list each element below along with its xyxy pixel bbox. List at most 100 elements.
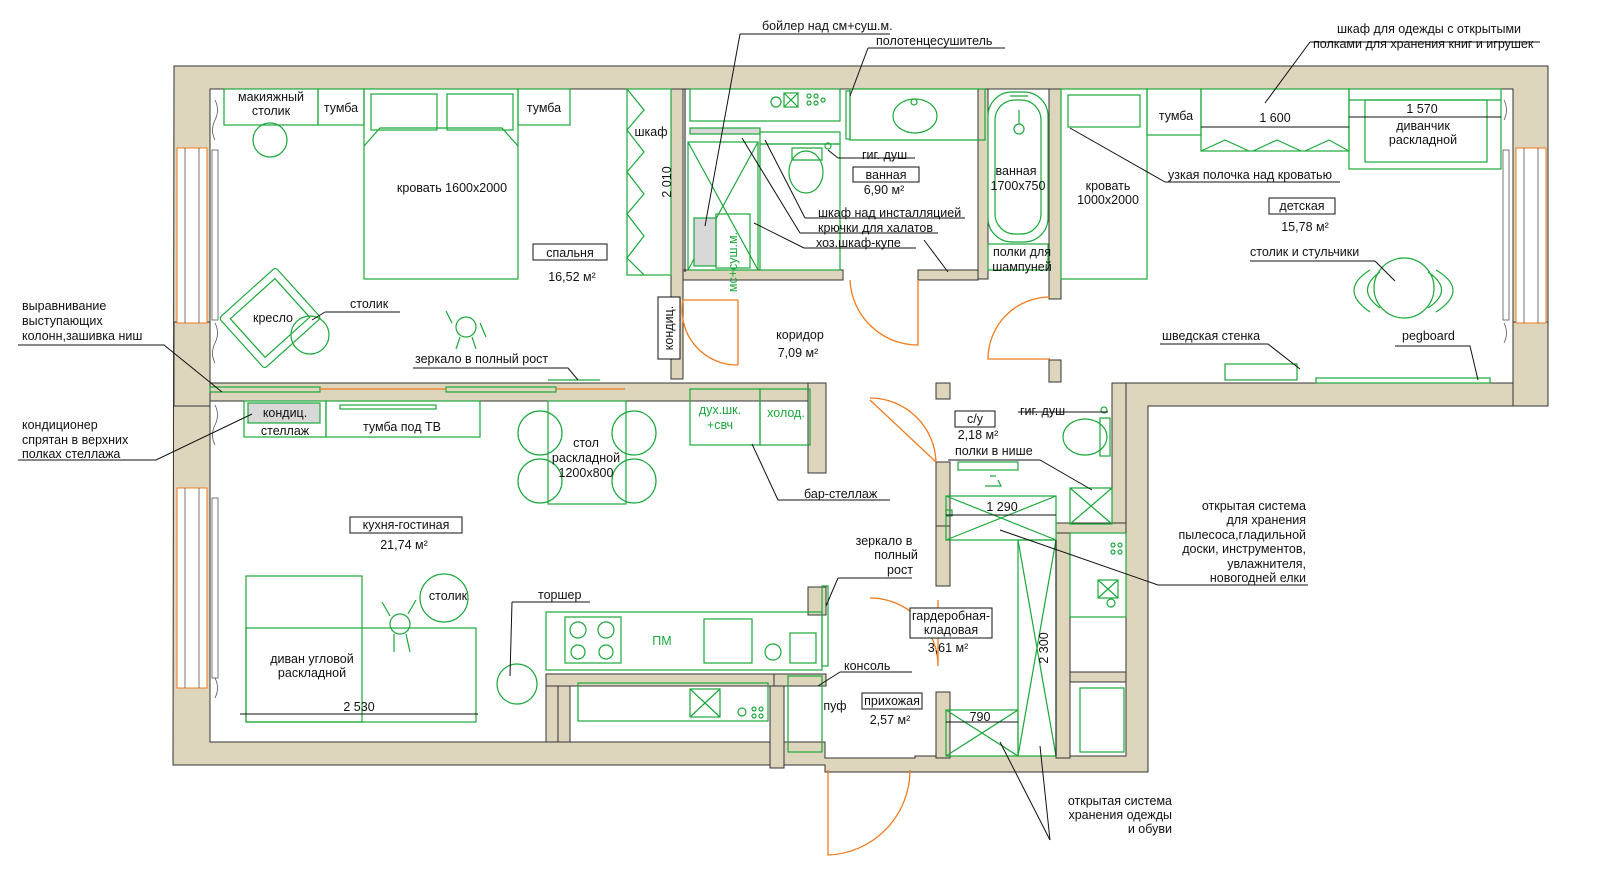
note-align-1: выравнивание bbox=[22, 299, 106, 313]
note-open-system-4: доски, инструментов, bbox=[1182, 542, 1306, 556]
dining-table bbox=[547, 400, 627, 505]
note-align-2: выступающих bbox=[22, 314, 103, 328]
makeup-table-label-2: столик bbox=[252, 104, 291, 118]
note-hyg-shower: гиг. душ bbox=[862, 148, 907, 162]
annotations: бойлер над см+суш.м. полотенцесушитель г… bbox=[22, 19, 1534, 836]
windows bbox=[176, 147, 1547, 689]
note-niche-shelves: полки в нише bbox=[955, 444, 1033, 458]
room-area-kids: 15,78 м² bbox=[1281, 220, 1329, 234]
room-name-hall: прихожая bbox=[864, 694, 920, 708]
small-sofa-label: диванчик bbox=[1396, 119, 1450, 133]
room-name-wardrobe-1: гардеробная- bbox=[912, 609, 990, 623]
room-name-wc: с/у bbox=[967, 412, 984, 426]
bedroom-wardrobe bbox=[626, 88, 672, 276]
note-open-system-3: пылесоса,гладильной bbox=[1179, 528, 1306, 542]
kids-table bbox=[1373, 257, 1435, 319]
note-floor-lamp: торшер bbox=[538, 588, 581, 602]
room-labels: спальня 16,52 м² ванная 6,90 м² коридор … bbox=[349, 166, 1336, 727]
note-mirror-hall-3: рост bbox=[887, 563, 913, 577]
note-clothes-system-2: хранения одежды bbox=[1068, 808, 1172, 822]
room-area-bathroom: 6,90 м² bbox=[864, 183, 905, 197]
corner-sofa-label-2: раскладной bbox=[278, 666, 346, 680]
room-name-corridor: коридор bbox=[776, 328, 824, 342]
dim-wardrobe-2300: 2 300 bbox=[1037, 632, 1051, 663]
pegboard bbox=[1315, 377, 1491, 384]
kitchen-counter bbox=[545, 611, 823, 671]
svg-text:мс+суш.м.: мс+суш.м. bbox=[726, 232, 740, 292]
floor-lamp bbox=[496, 663, 538, 705]
bath-size-label: 1700х750 bbox=[991, 179, 1046, 193]
note-swedish-wall: шведская стенка bbox=[1162, 329, 1260, 343]
dim-wardrobe-790: 790 bbox=[970, 710, 991, 724]
person-icon bbox=[445, 310, 487, 350]
note-table-chairs: столик и стульчики bbox=[1250, 245, 1359, 259]
fridge-label: холод. bbox=[767, 406, 805, 420]
leaders bbox=[18, 33, 1540, 841]
armchair-label: кресло bbox=[253, 311, 293, 325]
tv-stand-label: тумба под ТВ bbox=[363, 420, 441, 434]
note-console: консоль bbox=[844, 659, 890, 673]
room-area-hall: 2,57 м² bbox=[870, 713, 911, 727]
makeup-table-label: макияжный bbox=[238, 90, 304, 104]
note-ac-hidden-3: полках стеллажа bbox=[22, 447, 120, 461]
wc-toilet bbox=[1062, 418, 1108, 456]
note-towel-dryer: полотенцесушитель bbox=[876, 34, 992, 48]
note-clothes-system-1: открытая система bbox=[1068, 794, 1172, 808]
dim-kids-1600: 1 600 bbox=[1259, 111, 1290, 125]
kitchen-sink bbox=[703, 618, 753, 664]
note-side-table: столик bbox=[350, 297, 389, 311]
wc-appliances bbox=[1069, 532, 1127, 618]
small-sofa bbox=[1348, 88, 1502, 170]
person-icon-2 bbox=[381, 599, 417, 653]
wardrobe-label: шкаф bbox=[634, 125, 667, 139]
single-bed-size-label: 1000х2000 bbox=[1077, 193, 1139, 207]
shelf-rack-label: стеллаж bbox=[261, 424, 310, 438]
note-clothes-system-3: и обуви bbox=[1128, 822, 1172, 836]
table-label-2: раскладной bbox=[552, 451, 620, 465]
note-open-system-1: открытая система bbox=[1202, 499, 1306, 513]
doors bbox=[681, 279, 1051, 856]
washer-dryer bbox=[715, 213, 751, 269]
room-name-bedroom: спальня bbox=[546, 246, 593, 260]
note-open-system-2: для хранения bbox=[1227, 513, 1307, 527]
note-utility-closet: хоз.шкаф-купе bbox=[816, 236, 901, 250]
note-mirror-hall-2: полный bbox=[874, 548, 918, 562]
single-bed bbox=[1060, 88, 1148, 280]
bathroom-furniture: мс+суш.м. bbox=[687, 88, 1049, 292]
small-sofa-label-2: раскладной bbox=[1389, 133, 1457, 147]
nightstand-label: тумба bbox=[324, 101, 358, 115]
kids-furniture bbox=[1060, 88, 1507, 384]
note-bed-shelf: узкая полочка над кроватью bbox=[1168, 168, 1332, 182]
note-mirror-hall-1: зеркало в bbox=[856, 534, 913, 548]
toilet bbox=[788, 150, 824, 194]
condit-corridor-label: кондиц. bbox=[662, 306, 676, 350]
note-hyg-shower-wc: гиг. душ bbox=[1020, 404, 1065, 418]
utility-closet bbox=[687, 141, 759, 271]
note-kids-wardrobe-1: шкаф для одежды с открытыми bbox=[1337, 22, 1521, 36]
living-furniture bbox=[212, 388, 823, 723]
note-cabinet-install: шкаф над инсталляцией bbox=[818, 206, 961, 220]
dim-sofa-2530: 2 530 bbox=[343, 700, 374, 714]
room-area-corridor: 7,09 м² bbox=[778, 346, 819, 360]
condit-living-label: кондиц. bbox=[263, 406, 307, 420]
note-bar-rack: бар-стеллаж bbox=[804, 487, 878, 501]
dishwasher-label: ПМ bbox=[652, 634, 671, 648]
small-table bbox=[419, 573, 469, 623]
wc-hall-furniture bbox=[787, 406, 1127, 757]
sink bbox=[892, 98, 938, 134]
kids-nightstand-label: тумба bbox=[1159, 109, 1193, 123]
single-bed-label: кровать bbox=[1086, 179, 1131, 193]
note-robe-hooks: крючки для халатов bbox=[818, 221, 933, 235]
room-name-bathroom: ванная bbox=[866, 168, 907, 182]
room-name-wardrobe-2: кладовая bbox=[924, 623, 978, 637]
oven-label-2: +свч bbox=[707, 418, 733, 432]
table-label-3: 1200х800 bbox=[559, 466, 614, 480]
fridge bbox=[759, 388, 811, 446]
bath-label: ванная bbox=[996, 164, 1037, 178]
dim-wardrobe-h: 2 010 bbox=[660, 166, 674, 197]
room-area-wc: 2,18 м² bbox=[958, 428, 999, 442]
room-name-kids: детская bbox=[1279, 199, 1324, 213]
tv-stand bbox=[325, 400, 481, 438]
double-bed-label: кровать 1600х2000 bbox=[397, 181, 507, 195]
